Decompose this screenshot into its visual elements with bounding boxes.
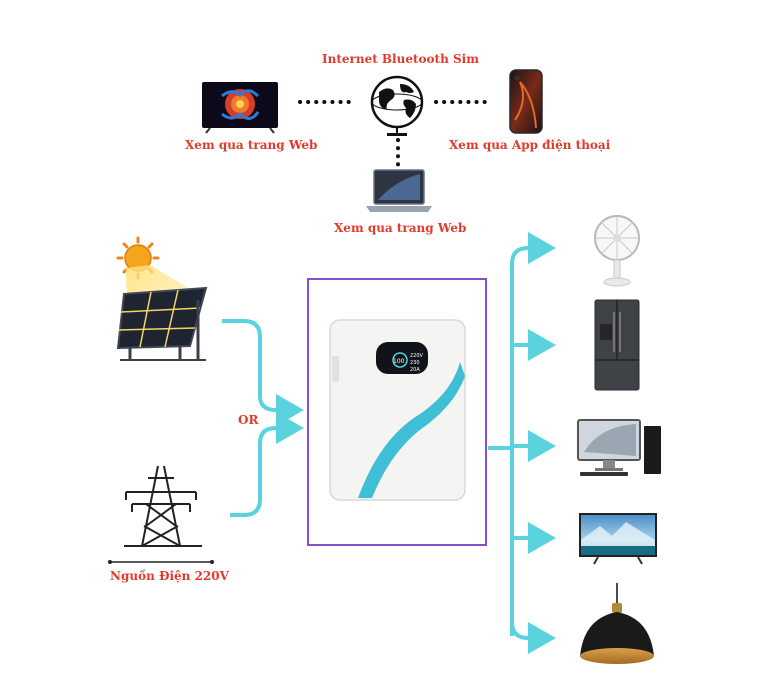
grid-power-label: Nguồn Điện 220V — [110, 569, 229, 583]
tv-icon — [579, 513, 657, 565]
or-label: OR — [238, 413, 259, 427]
desktop-computer-icon — [577, 419, 661, 476]
tv-web-label: Xem qua trang Web — [185, 138, 318, 152]
display-percent: 100 — [393, 358, 405, 365]
phone-app-label: Xem qua App điện thoại — [449, 138, 611, 152]
solar-input-flow — [222, 319, 304, 426]
smartphone-icon — [509, 69, 543, 134]
globe-icon — [370, 75, 424, 136]
power-tower-icon — [124, 465, 202, 547]
output-distribution-flow — [488, 232, 556, 654]
pendant-lamp-icon — [580, 583, 654, 664]
laptop-web-label: Xem qua trang Web — [334, 221, 467, 235]
display-voltage: 220V — [410, 353, 424, 359]
grid-input-flow — [230, 412, 304, 517]
fridge-icon — [594, 299, 640, 391]
display-readout-2: 230 — [410, 360, 420, 366]
display-readout-3: 20A — [410, 367, 420, 373]
connectivity-label: Internet Bluetooth Sim — [322, 52, 479, 66]
battery-unit — [329, 319, 466, 501]
grid-base-node — [210, 560, 214, 564]
laptop-icon — [366, 169, 432, 212]
grid-base-node — [108, 560, 112, 564]
fan-icon — [594, 215, 640, 287]
solar-panel-icon — [116, 286, 208, 361]
smart-tv-icon — [202, 82, 278, 134]
